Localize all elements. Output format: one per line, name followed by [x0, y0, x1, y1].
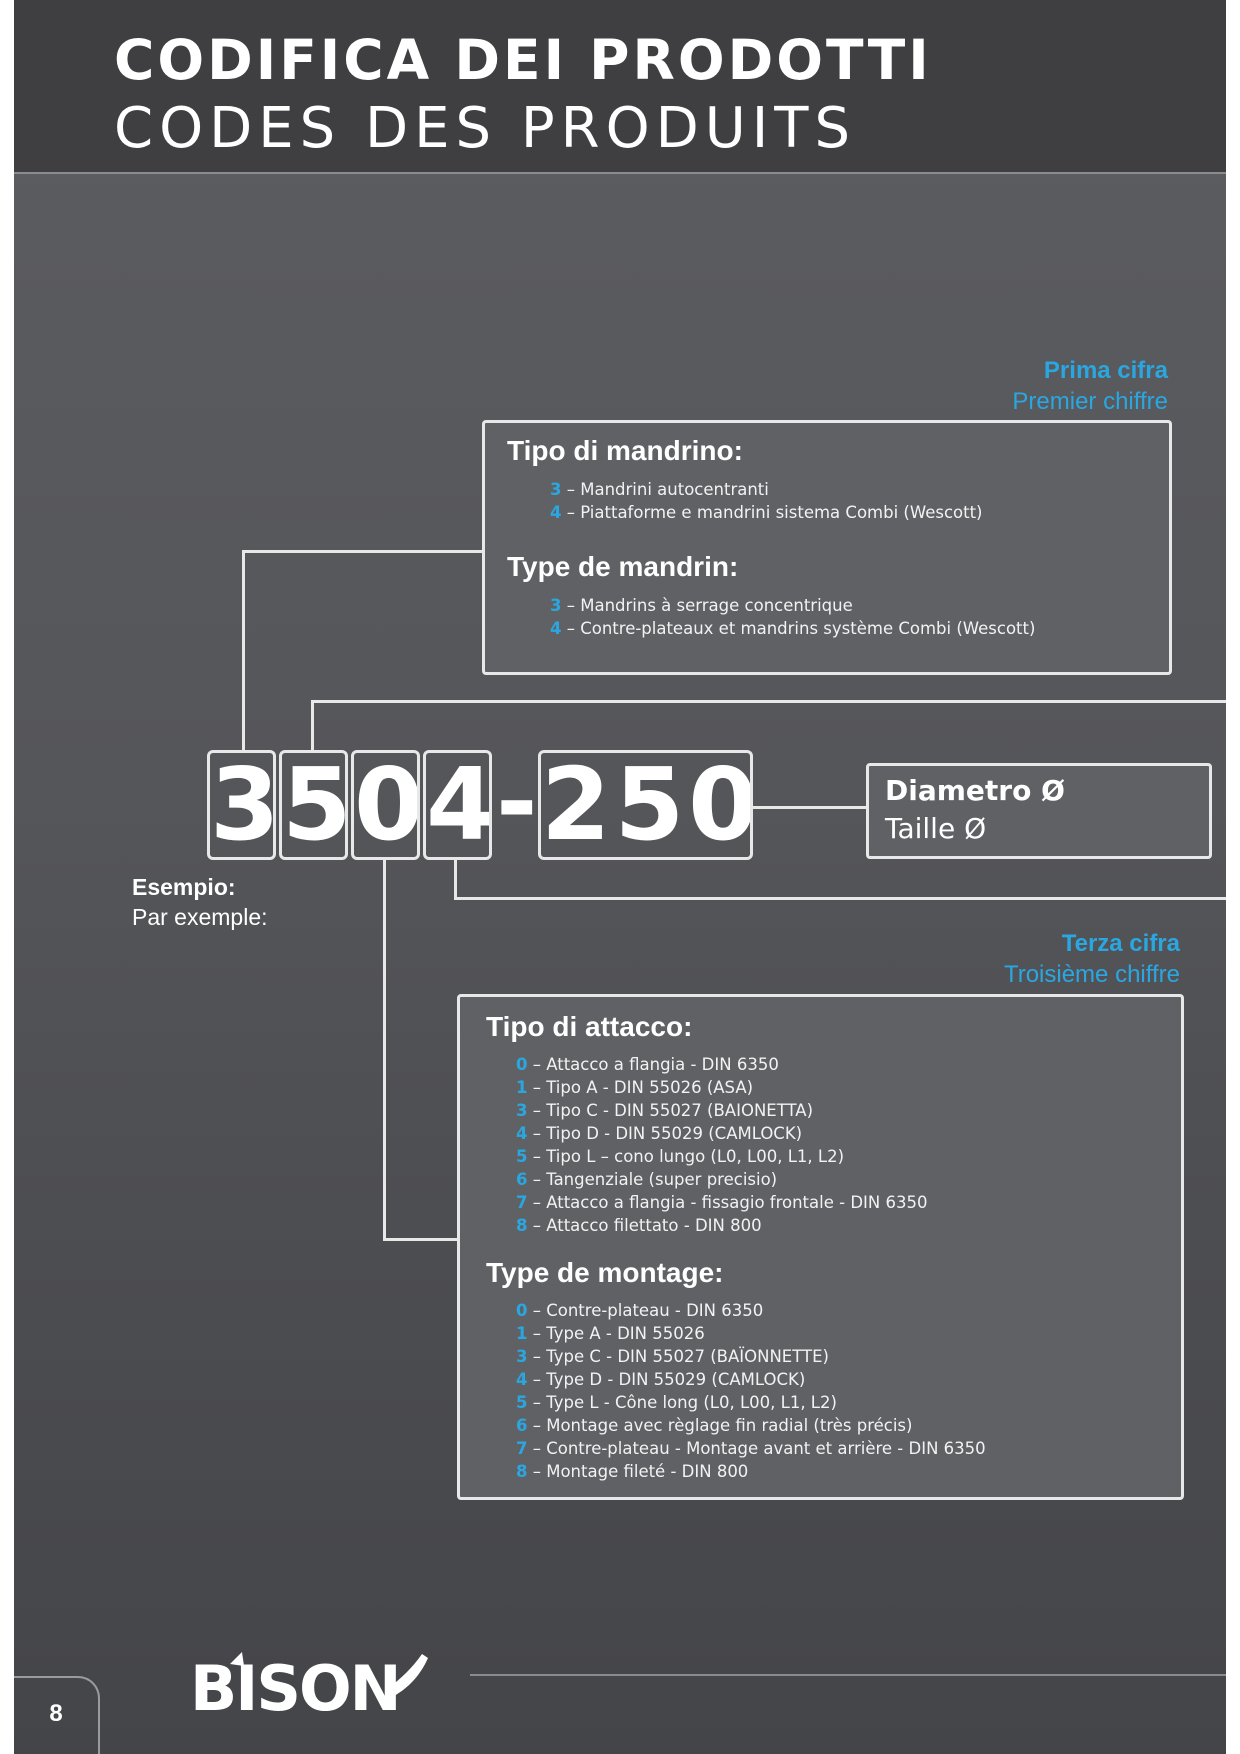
- list-item: 6 – Tangenziale (super precisio): [516, 1170, 778, 1189]
- list-item: 1 – Tipo A - DIN 55026 (ASA): [516, 1078, 754, 1097]
- diameter-box: Diametro Ø Taille Ø: [866, 763, 1212, 859]
- chuck-type-box: Tipo di mandrino: 3 – Mandrini autocentr…: [482, 420, 1172, 675]
- connector-line: [242, 550, 485, 553]
- list-item: 0 – Attacco a flangia - DIN 6350: [516, 1055, 779, 1074]
- page-number: 8: [14, 1676, 100, 1754]
- list-item: 6 – Montage avec règlage fin radial (trè…: [516, 1416, 913, 1435]
- chuck-type-list-french: 3 – Mandrins à serrage concentrique 4 – …: [550, 594, 1035, 640]
- third-digit-caption: Terza cifra Troisième chiffre: [1004, 928, 1180, 990]
- first-digit-caption: Prima cifra Premier chiffre: [1012, 355, 1168, 417]
- connector-line: [383, 858, 386, 1241]
- list-item: 5 – Type L - Cône long (L0, L00, L1, L2): [516, 1393, 837, 1412]
- list-item: 1 – Type A - DIN 55026: [516, 1324, 705, 1343]
- code-digit-2: 5: [279, 750, 348, 860]
- diameter-label-french: Taille Ø: [885, 812, 987, 845]
- mounting-type-box: Tipo di attacco: 0 – Attacco a flangia -…: [457, 994, 1184, 1500]
- first-digit-caption-italian: Prima cifra: [1043, 357, 1168, 384]
- brand-wordmark: BISON: [190, 1652, 400, 1718]
- code-dash: -: [496, 743, 538, 860]
- list-item: 4 – Tipo D - DIN 55029 (CAMLOCK): [516, 1124, 803, 1143]
- code-digit-1: 3: [207, 750, 276, 860]
- list-item: 5 – Tipo L – cono lungo (L0, L00, L1, L2…: [516, 1147, 845, 1166]
- first-digit-caption-french: Premier chiffre: [1012, 388, 1168, 415]
- mounting-type-list-french: 0 – Contre-plateau - DIN 6350 1 – Type A…: [516, 1299, 986, 1483]
- list-item: 8 – Attacco filettato - DIN 800: [516, 1216, 762, 1235]
- page-title-italian: CODIFICA DEI PRODOTTI: [114, 28, 932, 92]
- connector-line: [311, 700, 314, 752]
- connector-line: [311, 700, 1226, 703]
- example-label: Esempio: Par exemple:: [132, 872, 268, 932]
- connector-line: [454, 897, 1226, 900]
- connector-line: [454, 858, 457, 900]
- chuck-type-heading-french: Type de mandrin:: [507, 551, 739, 582]
- list-item: 3 – Type C - DIN 55027 (BAÏONNETTE): [516, 1347, 829, 1366]
- chuck-type-list-italian: 3 – Mandrini autocentranti 4 – Piattafor…: [550, 478, 982, 524]
- code-suffix: 250: [538, 750, 753, 860]
- list-item: 7 – Contre-plateau - Montage avant et ar…: [516, 1439, 986, 1458]
- page: CODIFICA DEI PRODOTTI CODES DES PRODUITS…: [14, 0, 1226, 1754]
- list-item: 7 – Attacco a flangia - fissagio frontal…: [516, 1193, 928, 1212]
- code-digit-4: 4: [423, 750, 492, 860]
- connector-line: [383, 1238, 460, 1241]
- list-item: 3 – Mandrins à serrage concentrique: [550, 596, 853, 615]
- page-title-french: CODES DES PRODUITS: [114, 96, 857, 161]
- list-item: 3 – Mandrini autocentranti: [550, 480, 769, 499]
- example-label-french: Par exemple:: [132, 904, 268, 930]
- third-digit-caption-french: Troisième chiffre: [1003, 961, 1180, 988]
- connector-line: [242, 550, 245, 752]
- chuck-type-heading-italian: Tipo di mandrino:: [507, 435, 743, 466]
- bison-logo: BISON: [190, 1652, 428, 1718]
- mounting-type-list-italian: 0 – Attacco a flangia - DIN 6350 1 – Tip…: [516, 1053, 927, 1237]
- connector-line: [752, 806, 868, 809]
- third-digit-caption-italian: Terza cifra: [1061, 930, 1180, 957]
- mounting-type-heading-french: Type de montage:: [486, 1257, 724, 1288]
- page-header: CODIFICA DEI PRODOTTI CODES DES PRODUITS: [14, 0, 1226, 174]
- list-item: 4 – Piattaforme e mandrini sistema Combi…: [550, 503, 983, 522]
- horn-icon: [230, 1652, 244, 1666]
- list-item: 8 – Montage fileté - DIN 800: [516, 1462, 749, 1481]
- list-item: 3 – Tipo C - DIN 55027 (BAIONETTA): [516, 1101, 814, 1120]
- diameter-label-italian: Diametro Ø: [885, 774, 1065, 807]
- mounting-type-heading-italian: Tipo di attacco:: [486, 1011, 693, 1042]
- code-digit-3: 0: [351, 750, 420, 860]
- list-item: 4 – Type D - DIN 55029 (CAMLOCK): [516, 1370, 806, 1389]
- example-label-italian: Esempio:: [132, 874, 236, 900]
- list-item: 0 – Contre-plateau - DIN 6350: [516, 1301, 764, 1320]
- footer-divider: [470, 1674, 1226, 1676]
- horn-icon: [388, 1654, 428, 1696]
- list-item: 4 – Contre-plateaux et mandrins système …: [550, 619, 1036, 638]
